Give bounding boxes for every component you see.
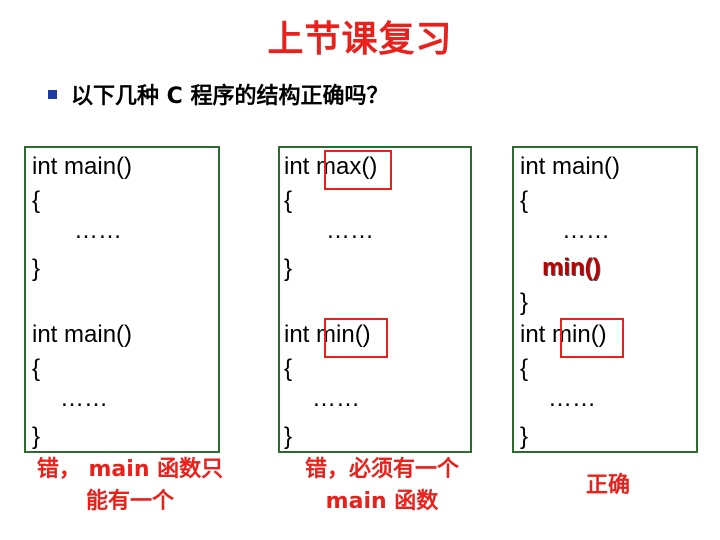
verdict-2: 错，必须有一个 main 函数 [270,454,494,518]
verdict-1: 错， main 函数只 能有一个 [12,454,248,518]
slide-title: 上节课复习 [267,19,453,60]
code-line: } [520,289,529,316]
code-line: } [284,255,293,282]
code-line: …… [74,217,122,244]
question-text: 以下几种 C 程序的结构正确吗？ [71,84,389,109]
code-line: { [32,355,41,382]
code-line: } [32,255,41,282]
code-line: } [284,423,293,450]
verdict-2-line-1: 错，必须有一个 [304,457,459,482]
code-line: } [32,423,41,450]
code-box-2: int max() { …… } int min() { …… } [278,146,472,453]
code-line: int max() [284,153,378,180]
code-line: { [520,355,529,382]
code-box-1: int main() { …… } int main() { …… } [24,146,220,453]
verdict-1-line-1: 错， main 函数只 [36,457,224,482]
question-item: 以下几种 C 程序的结构正确吗？ [48,78,388,110]
code-line: { [284,187,293,214]
code-line: …… [562,217,610,244]
code-line: { [520,187,529,214]
square-bullet-icon [48,89,57,99]
code-line: int main() [32,153,133,180]
code-line: int main() [32,321,133,348]
highlight-box-max [324,150,392,190]
verdict-3: 正确 [585,473,630,498]
code-line: int main() [520,153,621,180]
code-line: { [32,187,41,214]
code-line: …… [326,217,374,244]
code-line: } [520,423,529,450]
highlight-box-min [324,318,388,358]
verdict-2-line-2: main 函数 [325,489,439,514]
code-box-3: int main() { …… } int min() { …… } min() [512,146,698,453]
code-line: …… [312,385,360,412]
highlight-box-min [560,318,624,358]
code-line: …… [60,385,108,412]
verdict-1-line-2: 能有一个 [85,489,174,514]
code-line: …… [548,385,596,412]
min-call-emphasis: min() [542,254,601,281]
code-line: { [284,355,293,382]
